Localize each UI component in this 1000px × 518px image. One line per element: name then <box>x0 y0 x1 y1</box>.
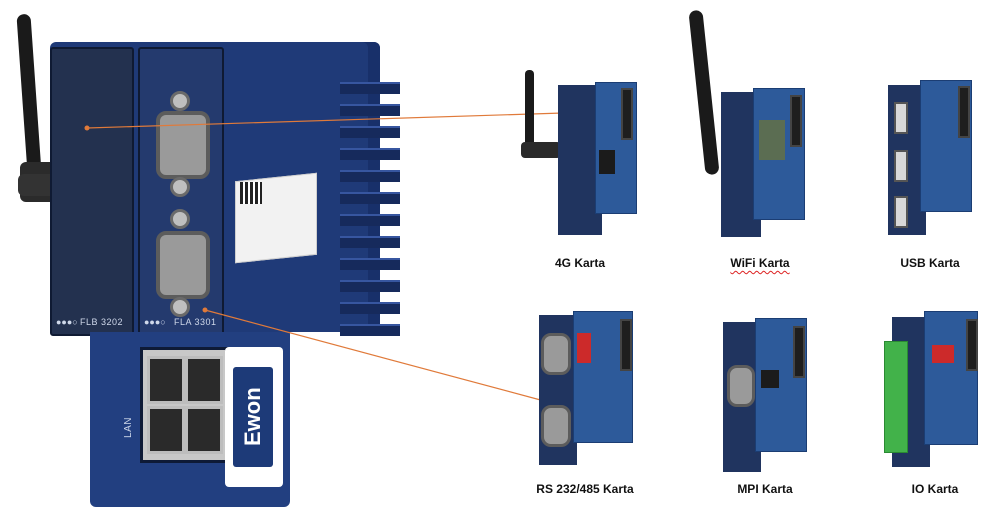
db9-connector-top <box>156 111 210 179</box>
card-rs232 <box>535 305 645 470</box>
card-label-usb: USB Karta <box>900 256 960 270</box>
cooling-fins <box>340 72 400 372</box>
db9-connector-bottom <box>156 231 210 299</box>
card-usb <box>880 70 980 240</box>
ewon-router-image: ●●●○ FLB 3202 ●●●○ FLA 3301 LAN Ewon <box>16 13 420 512</box>
card-wifi <box>688 9 815 240</box>
antenna-wifi <box>688 9 720 176</box>
slot-mid: ●●●○ FLA 3301 <box>138 47 224 336</box>
card-label-wifi: WiFi Karta <box>730 256 790 270</box>
qr-code-icon <box>240 182 262 204</box>
card-4g <box>521 70 645 240</box>
antenna-4g <box>525 70 534 155</box>
card-label-io: IO Karta <box>911 482 959 496</box>
slot-left: ●●●○ FLB 3202 <box>50 47 134 336</box>
card-label-rs232: RS 232/485 Karta <box>536 482 634 496</box>
card-label-mpi: MPI Karta <box>737 482 793 496</box>
lan-label: LAN <box>122 417 134 438</box>
lan-ports <box>140 347 228 463</box>
slot-left-label: FLB 3202 <box>80 317 124 327</box>
slot-mid-leds: ●●●○ <box>144 317 166 327</box>
card-io <box>880 305 990 470</box>
slot-left-leds: ●●●○ <box>56 317 78 327</box>
ewon-logo: Ewon <box>233 367 273 467</box>
card-label-4g: 4G Karta <box>554 256 606 270</box>
card-mpi <box>715 310 815 475</box>
slot-mid-label: FLA 3301 <box>174 317 217 327</box>
antenna <box>16 13 42 175</box>
